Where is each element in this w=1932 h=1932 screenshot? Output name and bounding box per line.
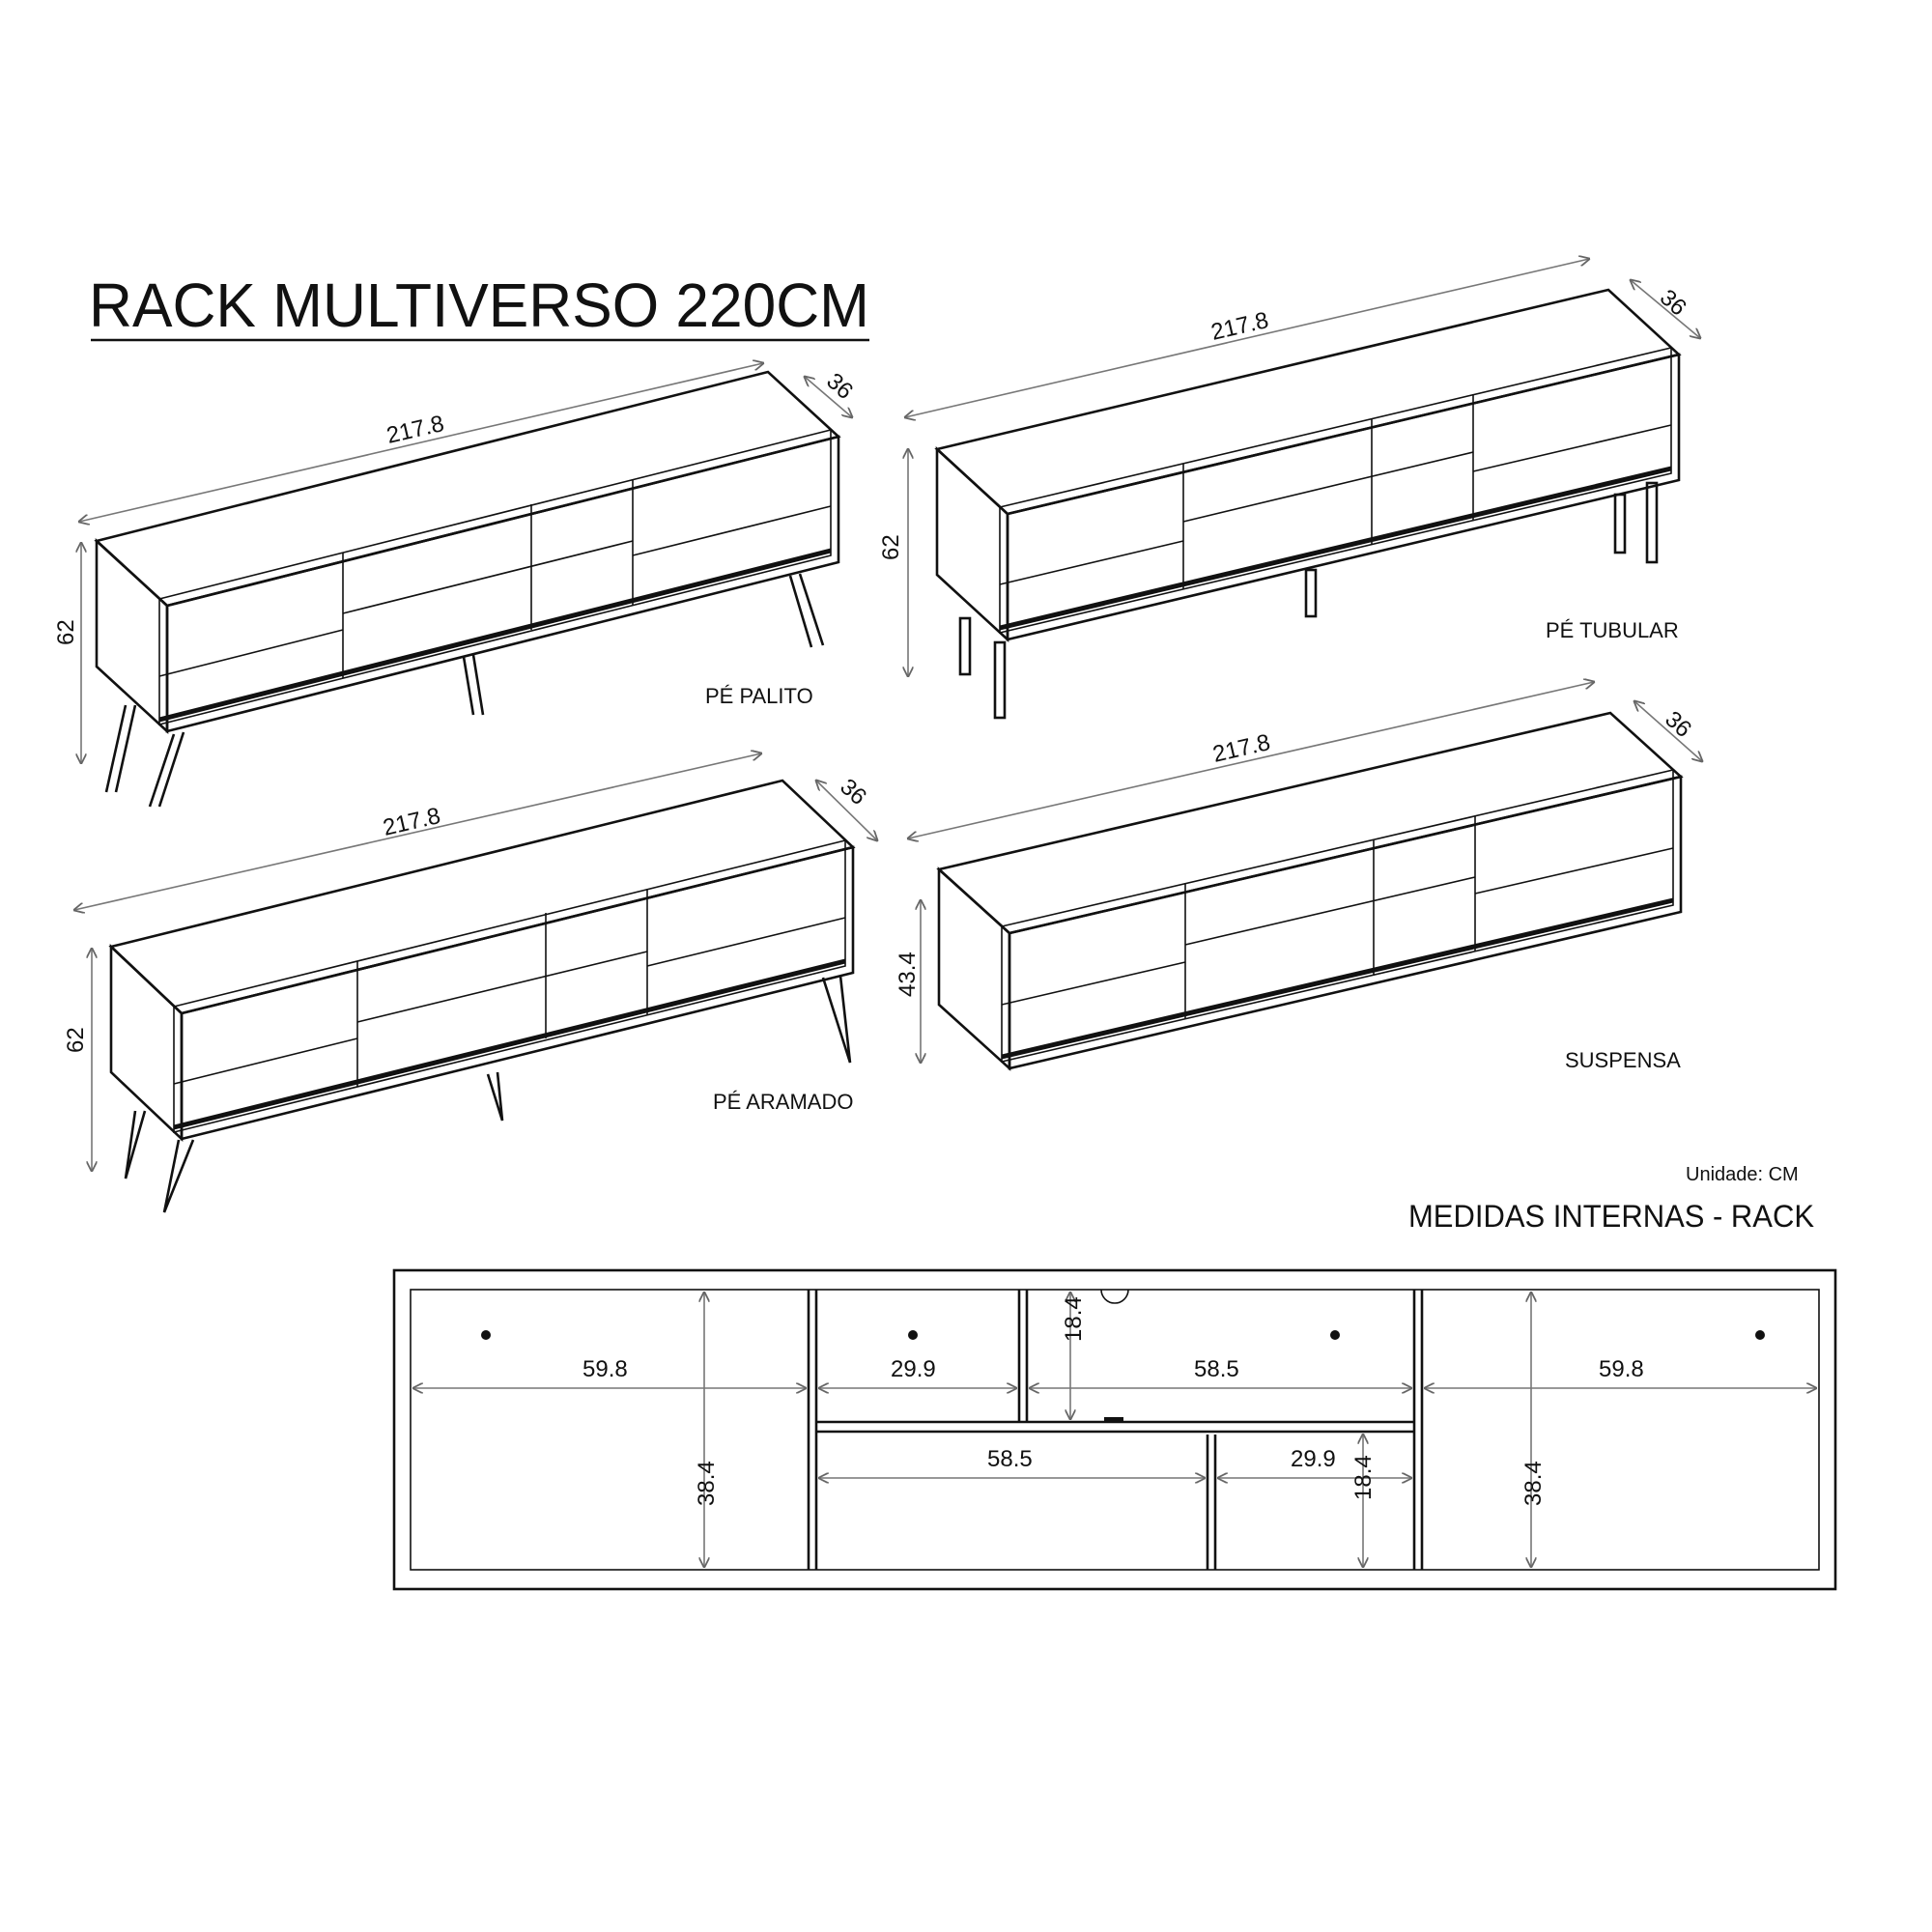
dim-left-height: 38.4 [694,1461,720,1506]
view-label-suspensa: SUSPENSA [1565,1048,1681,1072]
internal-title: MEDIDAS INTERNAS - RACK [1408,1199,1814,1234]
height-label-1: 62 [53,619,79,645]
depth-label-4: 36 [1660,706,1696,743]
width-label-3: 217.8 [381,803,443,841]
rack-view-pe-tubular: 217.8 36 62 PÉ TUBULAR [878,259,1700,720]
height-label-2: 62 [878,534,904,560]
rack-view-suspensa: 217.8 36 43.4 SUSPENSA [895,682,1702,1072]
rack-view-pe-aramado: 217.8 36 62 PÉ ARAMADO [63,753,877,1213]
dim-right-width: 59.8 [1599,1356,1644,1382]
dim-bottom-small-height: 18.4 [1350,1455,1377,1500]
dim-left-width: 59.8 [582,1356,628,1382]
view-label-pe-tubular: PÉ TUBULAR [1546,618,1679,642]
dim-right-height: 38.4 [1520,1461,1547,1506]
depth-label-2: 36 [1655,284,1691,321]
height-label-4: 43.4 [895,952,921,997]
page-title: RACK MULTIVERSO 220CM [89,270,869,340]
rack-view-pe-palito: 217.8 36 62 PÉ PALITO [53,363,858,808]
unit-note: Unidade: CM [1686,1164,1799,1185]
height-label-3: 62 [63,1027,89,1053]
dim-bottom-wide-width: 58.5 [987,1446,1033,1472]
dim-top-shelf-height: 18.4 [1061,1296,1087,1342]
view-label-pe-aramado: PÉ ARAMADO [713,1090,853,1114]
view-label-pe-palito: PÉ PALITO [705,684,813,708]
internal-measurements-drawing: 59.8 38.4 29.9 58.5 18.4 58.5 29.9 18.4 … [392,1268,1837,1591]
dim-bottom-small-width: 29.9 [1291,1446,1336,1472]
depth-label-1: 36 [821,368,858,405]
dim-top-shelf-width: 58.5 [1194,1356,1239,1382]
dim-top-small-width: 29.9 [891,1356,936,1382]
